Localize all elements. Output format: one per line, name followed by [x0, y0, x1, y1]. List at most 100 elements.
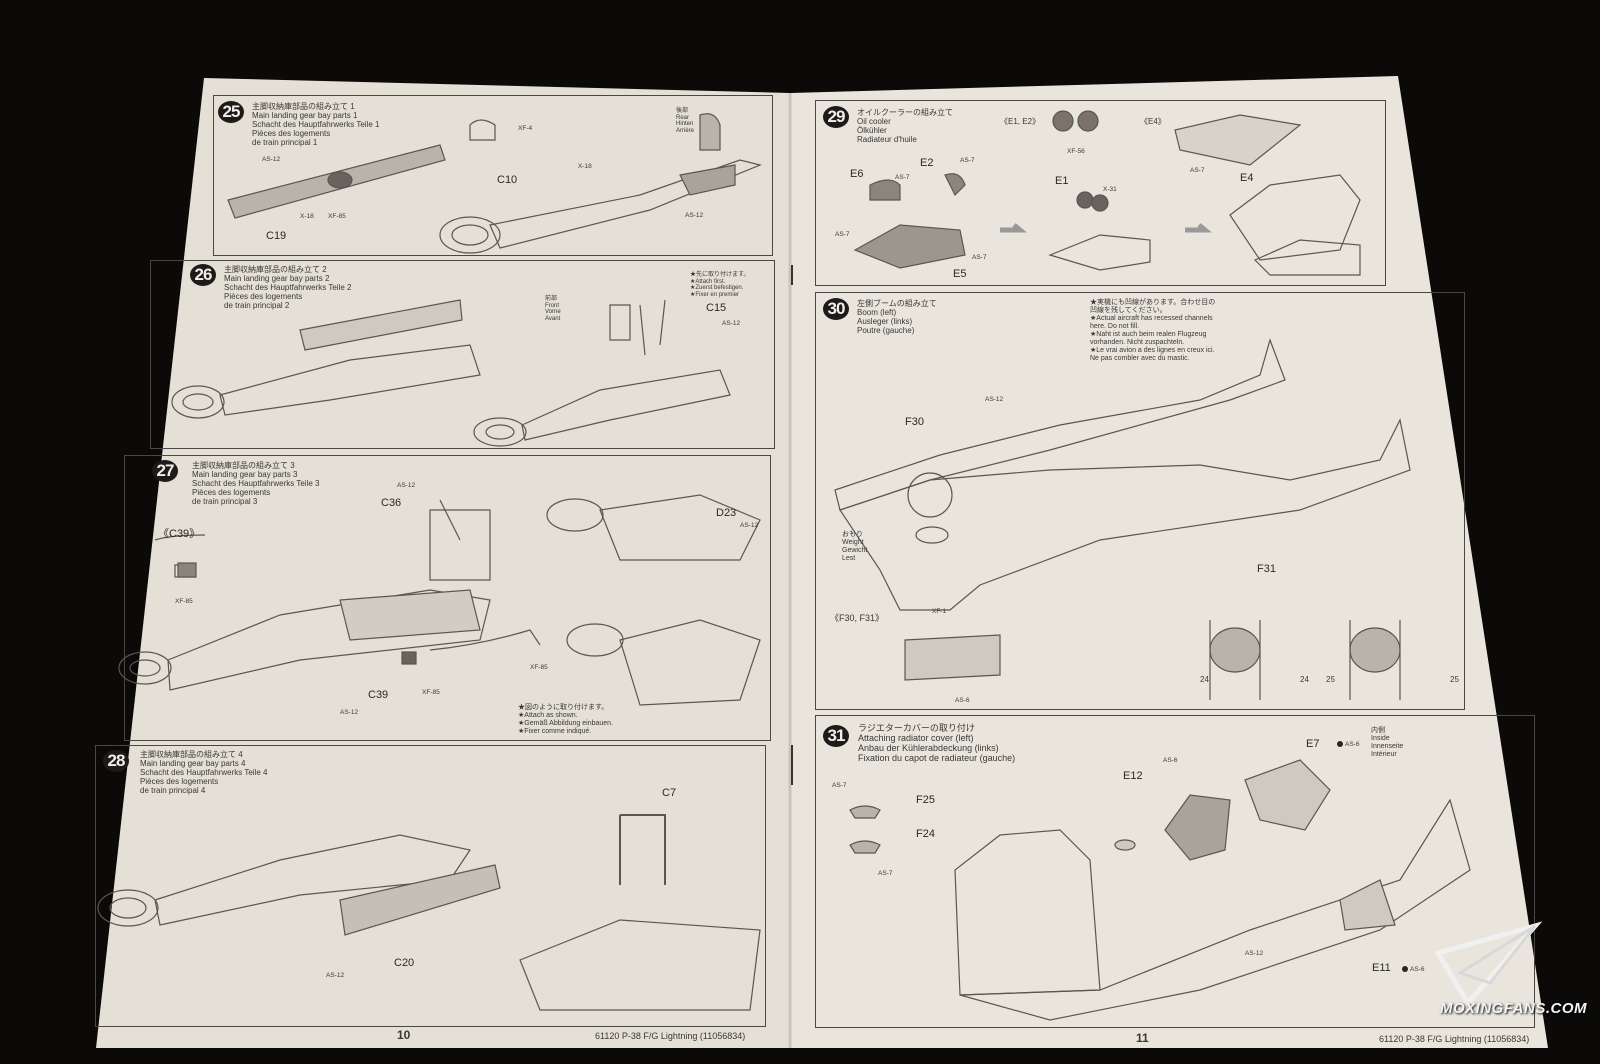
part-label: F30 [905, 416, 924, 428]
part-label: E6 [850, 168, 864, 180]
step-25-title: 主脚収納庫部品の組み立て 1 Main landing gear bay par… [252, 102, 379, 147]
rear-fr: Arrière [676, 127, 695, 134]
step-25-panel [213, 95, 773, 256]
part-label: XF-85 [530, 664, 548, 671]
step-31-title: ラジエターカバーの取り付け Attaching radiator cover (… [858, 723, 1015, 763]
weight-label: おもり Weight Gewicht Lest [842, 531, 867, 563]
note-line: ★Le vrai avion a des lignes en creux ici… [1090, 347, 1215, 354]
title-fr2: de train principal 4 [140, 786, 206, 795]
part-label: XF-85 [422, 689, 440, 696]
note-line: ★Attach first. [690, 278, 726, 285]
title-en: Main landing gear bay parts 1 [252, 111, 358, 120]
part-label: C10 [497, 174, 518, 186]
step-27-panel [124, 455, 771, 741]
step-number-25: 25 [218, 101, 244, 123]
title-de: Ölkühler [857, 126, 887, 135]
title-de: Anbau der Kühlerabdeckung (links) [858, 743, 999, 753]
title-en: Oil cooler [857, 117, 891, 126]
front-fr: Avant [545, 315, 561, 322]
front-en: Front [545, 302, 560, 309]
step-number-26: 26 [190, 264, 216, 286]
step-number-28: 28 [103, 750, 129, 772]
part-label: 《C39》 [158, 528, 201, 540]
step-26-panel [150, 260, 775, 449]
attach-as-shown-note: ★図のように取り付けます。 ★Attach as shown. ★Gemäß A… [518, 704, 613, 736]
note-line: here. Do not fill. [1090, 323, 1140, 330]
step-number-31: 31 [823, 725, 849, 747]
title-ja: 左側ブームの組み立て [857, 299, 937, 308]
title-fr2: de train principal 3 [192, 497, 258, 506]
page-number-right: 11 [1136, 1031, 1149, 1045]
part-label: 24 [1200, 675, 1209, 684]
title-en: Main landing gear bay parts 4 [140, 759, 246, 768]
title-de: Schacht des Hauptfahrwerks Teile 4 [140, 768, 268, 777]
title-fr: Pièces des logements [224, 292, 303, 301]
step-29-panel [815, 100, 1386, 286]
part-label: E4 [1240, 172, 1254, 184]
inside-en: Inside [1371, 735, 1390, 742]
step-28-title: 主脚収納庫部品の組み立て 4 Main landing gear bay par… [140, 750, 267, 795]
front-ja: 前部 [545, 296, 558, 302]
title-fr: Pièces des logements [252, 129, 331, 138]
part-label: X-18 [300, 213, 314, 220]
title-ja: オイルクーラーの組み立て [857, 108, 953, 117]
note-line: ★図のように取り付けます。 [518, 704, 609, 711]
part-label: AS-12 [685, 212, 704, 219]
step-27-title: 主脚収納庫部品の組み立て 3 Main landing gear bay par… [192, 461, 319, 506]
part-label: AS-7 [972, 254, 987, 261]
step-29-title: オイルクーラーの組み立て Oil cooler Ölkühler Radiate… [857, 108, 953, 144]
rear-en: Rear [676, 114, 690, 121]
step-number-29: 29 [823, 106, 849, 128]
part-label: XF-85 [328, 213, 346, 220]
step-28-panel [95, 745, 766, 1027]
inside-ja: 内側 [1371, 727, 1385, 734]
paint-dot-icon [1337, 741, 1343, 748]
note-line: ★先に取り付けます。 [690, 272, 750, 278]
part-label: XF-1 [932, 608, 947, 615]
part-label: 25 [1450, 675, 1459, 684]
rear-ja: 後部 [676, 108, 689, 114]
part-label: 24 [1300, 675, 1309, 684]
part-label: AS-12 [740, 522, 759, 529]
part-label: D23 [716, 507, 737, 519]
title-de: Schacht des Hauptfahrwerks Teile 2 [224, 283, 352, 292]
part-label: C15 [706, 302, 727, 314]
part-label: F24 [916, 828, 935, 840]
paper-plane-logo-icon [1434, 921, 1543, 1008]
step-31-panel [815, 715, 1535, 1028]
note-line: 凹線を残してください。 [1090, 307, 1167, 314]
weight-fr: Lest [842, 555, 856, 562]
part-label: F25 [916, 794, 935, 806]
part-label: AS-7 [895, 174, 910, 181]
title-de: Schacht des Hauptfahrwerks Teile 3 [192, 479, 320, 488]
part-label: E11 [1372, 962, 1391, 974]
part-label: E1 [1055, 175, 1069, 187]
part-label: AS-12 [397, 482, 416, 489]
note-line: ★実機にも凹線があります。合わせ目の [1090, 299, 1216, 306]
title-fr: Radiateur d'huile [857, 135, 917, 144]
part-label: X-31 [1103, 186, 1117, 193]
step-26-title: 主脚収納庫部品の組み立て 2 Main landing gear bay par… [224, 265, 351, 310]
inside-de: Innenseite [1371, 743, 1404, 750]
title-de: Schacht des Hauptfahrwerks Teile 1 [252, 120, 380, 129]
part-label: AS-12 [1245, 950, 1264, 957]
part-label: AS-12 [985, 396, 1004, 403]
part-label: E7 [1306, 738, 1320, 750]
part-label: AS-6 [955, 697, 970, 704]
part-label: 25 [1326, 675, 1335, 684]
part-label: XF-85 [175, 598, 193, 605]
paint-code: AS-6 [1345, 741, 1360, 748]
part-label: AS-12 [262, 156, 281, 163]
title-ja: 主脚収納庫部品の組み立て 3 [192, 461, 295, 470]
part-label: AS-12 [722, 320, 741, 327]
part-label: C20 [394, 957, 415, 969]
weight-de: Gewicht [842, 547, 868, 554]
title-fr2: de train principal 2 [224, 301, 290, 310]
part-label: AS-7 [832, 782, 847, 789]
part-label: C7 [662, 787, 677, 799]
note-line: ★Zuerst befestigen. [690, 285, 744, 291]
attach-first-note: ★先に取り付けます。 ★Attach first. ★Zuerst befest… [690, 272, 749, 298]
title-ja: ラジエターカバーの取り付け [858, 723, 975, 733]
part-label: F31 [1257, 563, 1276, 575]
note-line: Ne pas combler avec du mastic. [1090, 355, 1190, 362]
